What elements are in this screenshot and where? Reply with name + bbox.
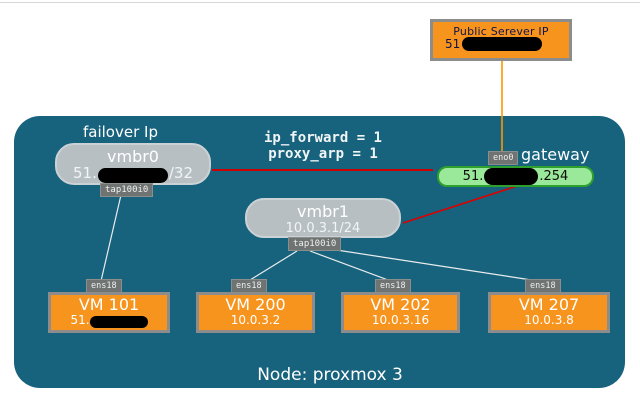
public-server-ip-title: Public Serever IP xyxy=(453,25,549,38)
vm200-name: VM 200 xyxy=(225,295,286,314)
vm101-ens18-tag: ens18 xyxy=(86,279,122,293)
vmbr0-ip: 51. /32 xyxy=(57,164,209,183)
redacted-vmbr0-ip xyxy=(97,167,168,183)
vmbr0-ip-suffix: /32 xyxy=(168,164,193,182)
proxy-arp-line: proxy_arp = 1 xyxy=(268,146,378,162)
public-ip-prefix: 51 xyxy=(445,37,461,51)
vm101-ip: 51. xyxy=(51,313,167,328)
bridge-vmbr0: vmbr0 51. /32 xyxy=(55,143,211,185)
gateway-eno0-tag: eno0 xyxy=(488,151,519,165)
gateway-label: gateway xyxy=(521,145,590,164)
redacted-gateway-ip xyxy=(484,168,539,185)
vm202-name: VM 202 xyxy=(370,295,431,314)
public-server-ip-box: Public Serever IP 51 xyxy=(430,19,572,61)
vmbr0-tap-interface-tag: tap100i0 xyxy=(100,183,154,197)
vm202-ip: 10.0.3.16 xyxy=(371,313,430,327)
redacted-public-ip xyxy=(462,37,543,51)
vm-101-box: VM 101 51. xyxy=(48,292,170,333)
vm202-ens18-tag: ens18 xyxy=(375,279,411,293)
vm-202-box: VM 202 10.0.3.16 xyxy=(341,292,460,333)
node-name-label: Node: proxmox 3 xyxy=(257,365,403,385)
vm-207-box: VM 207 10.0.3.8 xyxy=(488,292,610,333)
vm101-name: VM 101 xyxy=(78,295,140,314)
vmbr0-ip-prefix: 51. xyxy=(73,164,97,182)
vm207-name: VM 207 xyxy=(518,295,580,314)
vm207-ip: 10.0.3.8 xyxy=(524,313,574,327)
redacted-vm101-ip xyxy=(89,315,148,328)
vm207-ens18-tag: ens18 xyxy=(525,279,561,293)
vmbr1-tap-interface-tag: tap100i0 xyxy=(288,237,342,251)
gateway-ip-suffix: .254 xyxy=(539,169,569,184)
vmbr0-name: vmbr0 xyxy=(107,147,159,166)
public-server-ip-value: 51 xyxy=(433,37,569,51)
bridge-vmbr1: vmbr1 10.0.3.1/24 xyxy=(245,198,401,238)
vmbr1-ip: 10.0.3.1/24 xyxy=(285,221,361,236)
vm200-ip: 10.0.3.2 xyxy=(230,313,281,327)
gateway-ip-box: 51. .254 xyxy=(437,166,594,187)
vm200-ens18-tag: ens18 xyxy=(231,279,267,293)
failover-ip-label: failover Ip xyxy=(83,123,158,141)
vm-200-box: VM 200 10.0.3.2 xyxy=(196,292,315,333)
gateway-ip-prefix: 51. xyxy=(462,169,484,184)
vmbr1-name: vmbr1 xyxy=(297,202,349,221)
vm101-ip-prefix: 51. xyxy=(70,313,90,327)
top-divider-line xyxy=(0,2,640,3)
ip-forward-line: ip_forward = 1 xyxy=(263,130,382,146)
